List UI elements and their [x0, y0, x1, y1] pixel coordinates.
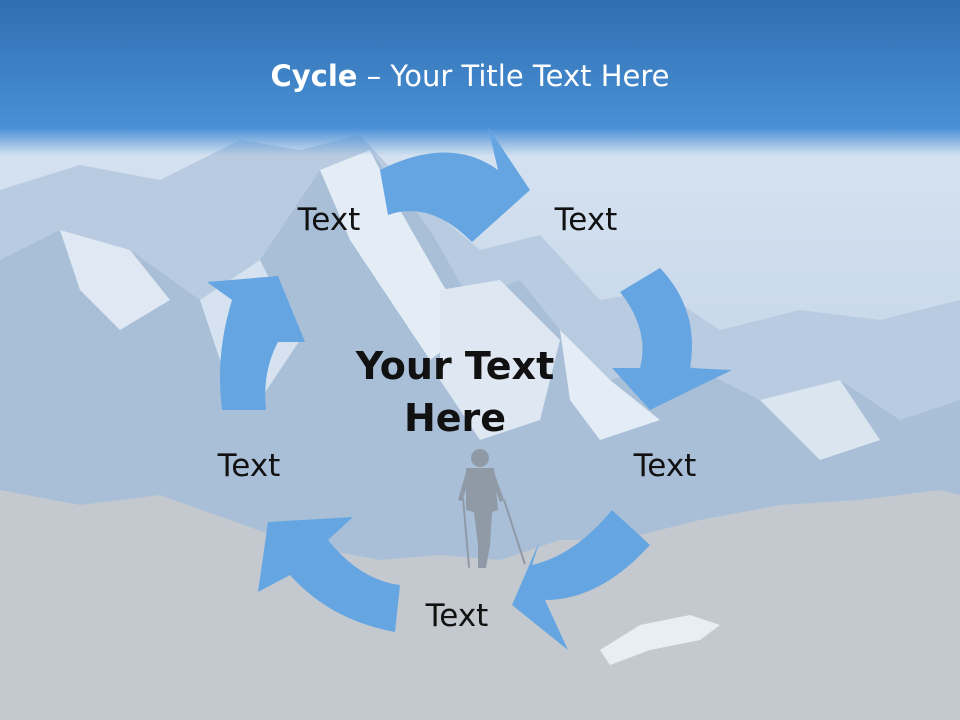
title-bold: Cycle: [270, 59, 358, 93]
cycle-arrow-bottom-right: [512, 510, 650, 650]
cycle-arrow-left: [207, 276, 305, 410]
cycle-label-4: Text: [425, 598, 489, 634]
slide-title: Cycle – Your Title Text Here: [0, 56, 940, 96]
cycle-arrow-bottom-left: [258, 517, 400, 632]
cycle-arrow-right: [612, 268, 732, 410]
cycle-label-2: Text: [554, 202, 618, 238]
cycle-arrow-top: [380, 127, 530, 242]
center-text: Your Text Here: [325, 340, 585, 444]
cycle-label-1: Text: [297, 202, 361, 238]
cycle-label-5: Text: [217, 448, 281, 484]
center-text-line-1: Your Text: [355, 344, 555, 388]
cycle-label-3: Text: [633, 448, 697, 484]
center-text-line-2: Here: [403, 396, 507, 440]
title-rest: – Your Title Text Here: [357, 59, 670, 93]
